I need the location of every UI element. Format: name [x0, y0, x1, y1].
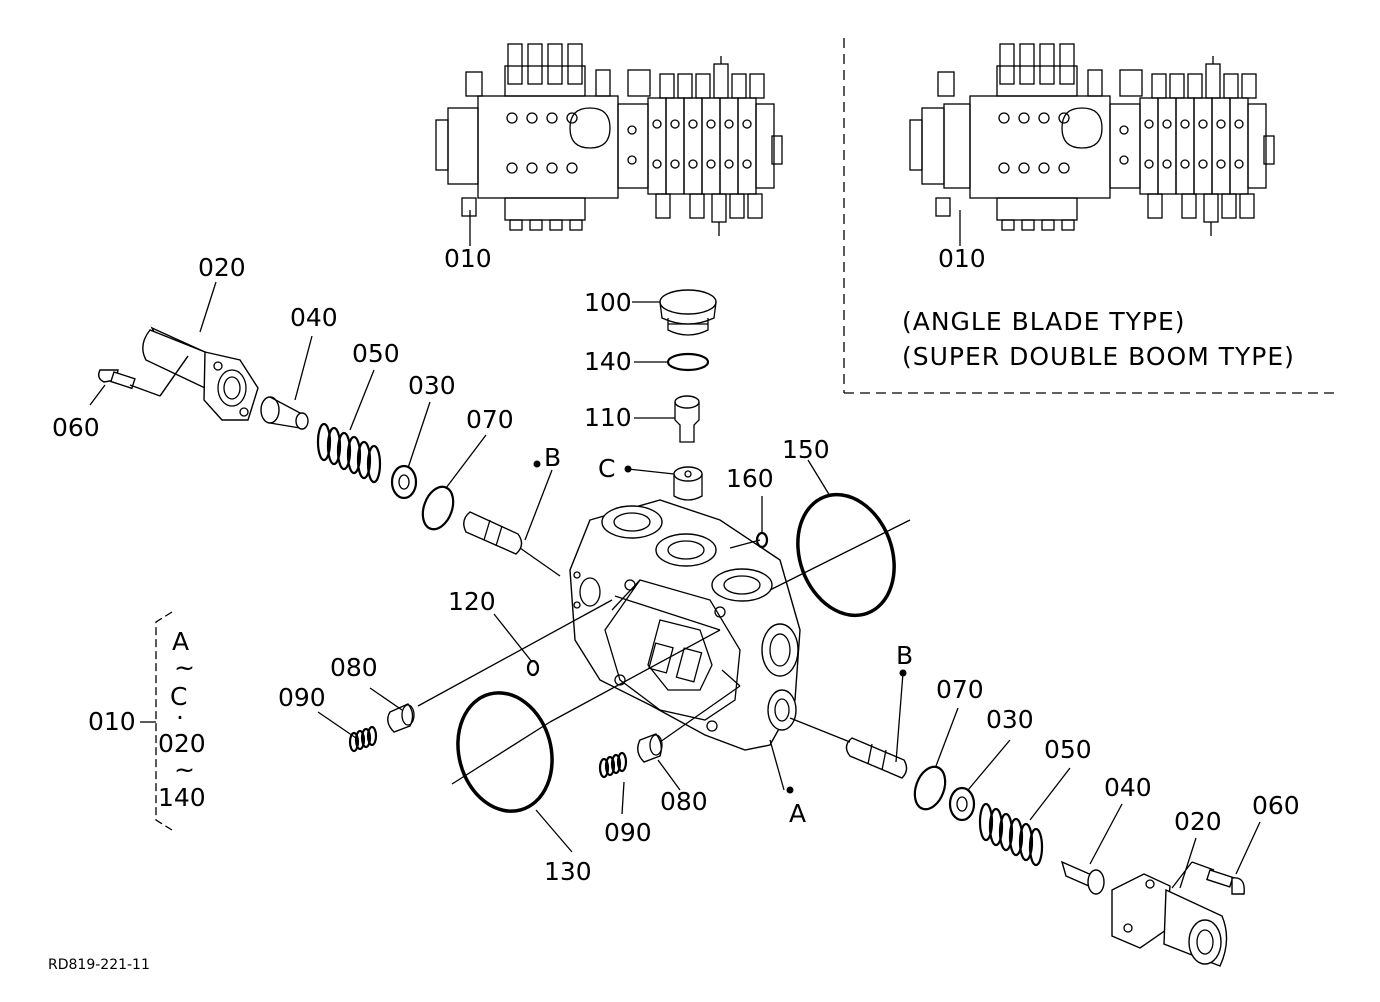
port-label-c: C — [598, 454, 615, 483]
assembly-item-c: C — [170, 682, 187, 711]
spool-b-right — [845, 737, 908, 779]
part-label-010-right: 010 — [938, 244, 986, 273]
poppet-110 — [674, 395, 700, 443]
o-ring-070-left — [421, 485, 455, 531]
port-markers — [533, 460, 907, 794]
assembly-item-020: 020 — [158, 729, 206, 758]
note-super-double-boom: (SUPER DOUBLE BOOM TYPE) — [902, 342, 1295, 371]
leader-lines — [89, 240, 1261, 889]
part-label-090-left: 090 — [278, 683, 326, 712]
spool-b-left — [463, 511, 523, 555]
part-label-010-left: 010 — [444, 244, 492, 273]
cap-020-left — [142, 326, 259, 421]
part-label-100: 100 — [584, 288, 632, 317]
part-label-070-right: 070 — [936, 675, 984, 704]
bolt-060-right — [1206, 869, 1245, 895]
spacer-080-left — [387, 703, 415, 733]
washer-030-right — [948, 786, 976, 822]
part-label-030-right: 030 — [986, 705, 1034, 734]
assembly-item-a: A — [172, 627, 189, 656]
assembly-range-mark-2: ~ — [174, 755, 195, 784]
part-label-060-right: 060 — [1252, 791, 1300, 820]
part-label-080-left: 080 — [330, 653, 378, 682]
part-label-110: 110 — [584, 403, 632, 432]
o-ring-150 — [796, 492, 896, 618]
valve-section-body — [569, 499, 801, 751]
part-label-140: 140 — [584, 347, 632, 376]
assembly-part-010: 010 — [88, 707, 136, 736]
control-valve-assembly-left — [435, 43, 783, 240]
o-ring-070-right — [913, 765, 947, 811]
port-label-b-right: B — [896, 641, 913, 670]
part-label-040-left: 040 — [290, 303, 338, 332]
o-ring-130 — [456, 691, 554, 813]
plug-100 — [659, 289, 717, 336]
part-label-050-left: 050 — [352, 339, 400, 368]
part-label-040-right: 040 — [1104, 773, 1152, 802]
cap-020-right — [1111, 873, 1228, 967]
bolt-060-left — [97, 369, 136, 390]
port-label-a: A — [789, 799, 806, 828]
assembly-bracket — [140, 611, 173, 831]
assembly-separator: · — [176, 703, 184, 732]
part-label-130: 130 — [544, 857, 592, 886]
spring-seat-040-right — [1060, 860, 1105, 895]
o-ring-160 — [755, 531, 769, 549]
part-label-050-right: 050 — [1044, 735, 1092, 764]
part-label-090-center: 090 — [604, 818, 652, 847]
spacer-080-center — [637, 733, 663, 763]
spring-050-left — [316, 422, 382, 484]
part-label-030-left: 030 — [408, 371, 456, 400]
o-ring-140 — [666, 352, 710, 372]
seat-c — [673, 466, 703, 501]
part-label-120: 120 — [448, 587, 496, 616]
part-label-070-left: 070 — [466, 405, 514, 434]
note-angle-blade: (ANGLE BLADE TYPE) — [902, 307, 1186, 336]
variant-boundary — [843, 38, 1335, 394]
drawing-code: RD819-221-11 — [48, 957, 150, 973]
part-label-150: 150 — [782, 435, 830, 464]
part-label-080-center: 080 — [660, 787, 708, 816]
port-label-b-left: B — [544, 443, 561, 472]
spring-090-center — [598, 751, 628, 779]
spring-050-right — [978, 802, 1044, 867]
o-ring-120 — [526, 659, 540, 677]
spring-seat-040-left — [260, 396, 309, 430]
spring-090-left — [348, 725, 378, 753]
part-label-020-left: 020 — [198, 253, 246, 282]
assembly-range-mark-1: ~ — [174, 653, 195, 682]
control-valve-assembly-right — [909, 43, 1275, 240]
part-label-160: 160 — [726, 464, 774, 493]
assembly-item-140: 140 — [158, 783, 206, 812]
part-label-020-right: 020 — [1174, 807, 1222, 836]
washer-030-left — [390, 464, 418, 500]
part-label-060-left: 060 — [52, 413, 100, 442]
